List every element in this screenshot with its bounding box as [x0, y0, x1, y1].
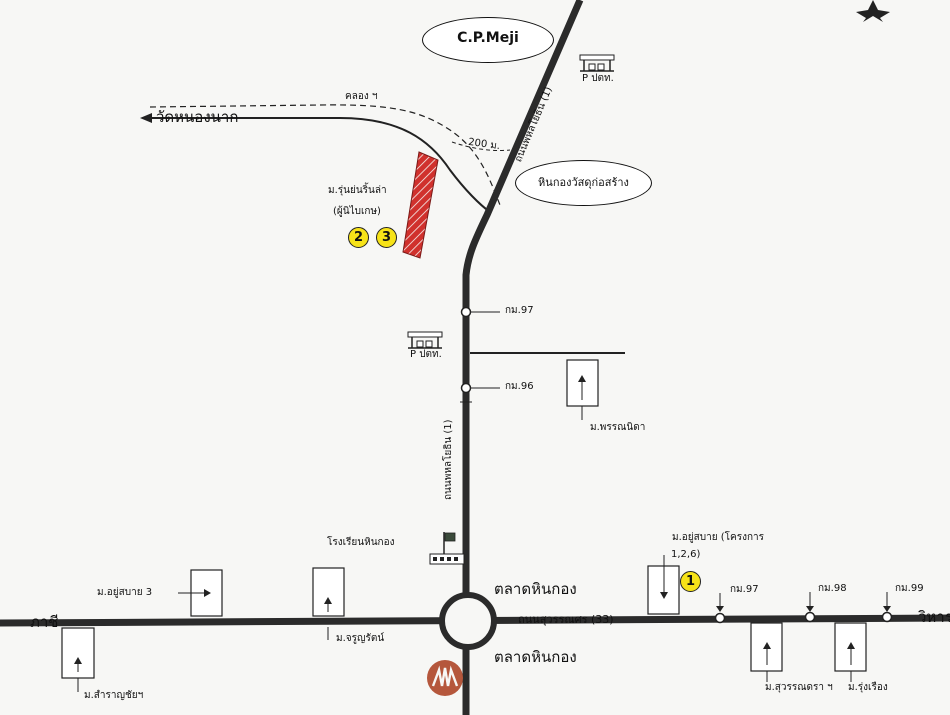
parking-station-icon [407, 331, 443, 349]
road-phahon-lower-label: ถนนพหลโยธิน (1) [443, 419, 454, 500]
road-wat-nong-nak [145, 117, 491, 213]
village-suwanna-label: ม.สุวรรณดรา ฯ [765, 682, 833, 693]
village-rungruang-box [834, 622, 867, 682]
badge-3: 3 [376, 227, 397, 248]
school-hin-kong-label: โรงเรียนหินกอง [327, 537, 395, 548]
km99-label: กม.99 [895, 583, 924, 594]
km96-marker [460, 382, 472, 394]
village-pornnida-label: ม.พรรณนิดา [590, 422, 646, 433]
km97-east-label: กม.97 [730, 584, 759, 595]
school-flag-icon [429, 532, 465, 565]
village-pornnida-box [566, 359, 599, 420]
cp-meji-label: C.P.Meji [457, 30, 519, 46]
village-suwanna-box [750, 622, 783, 682]
km99-marker [881, 611, 893, 623]
hin-kong-landmark-label: หินกองวัสดุก่อสร้าง [538, 176, 629, 189]
km97-north-marker [460, 306, 472, 318]
compass-star-icon [856, 0, 890, 22]
village-samran-label: ม.สำราญชัยฯ [84, 690, 144, 701]
village-ruen-yen-block [402, 151, 439, 259]
km97-east-marker [714, 612, 726, 624]
village-ruen-yen-sub-label: (ผู้นิไบเกษ) [333, 206, 381, 217]
arrow-left-icon [140, 113, 152, 123]
village-yu-sabai-phases-label: 1,2,6) [671, 549, 701, 560]
distance-marker [451, 141, 511, 151]
talat-hin-kong-top-label: ตลาดหินกอง [494, 580, 577, 598]
badge-1: 1 [680, 571, 701, 592]
roundabout [439, 592, 497, 650]
village-yu-sabai-project-box [647, 555, 680, 615]
wat-nong-nak-label: วัดหนองนาก [156, 108, 239, 126]
km98-marker [804, 611, 816, 623]
badge-2: 2 [348, 227, 369, 248]
village-yu-sabai-project-label: ม.อยู่สบาย (โครงการ [672, 532, 764, 543]
parking-north-label: P ปตท. [582, 73, 614, 84]
cp-meji-ellipse: C.P.Meji [422, 17, 554, 63]
km96-label: กม.96 [505, 381, 534, 392]
village-rungruang-label: ม.รุ่งเรือง [848, 682, 888, 693]
saraburi-label: ภาชี [30, 613, 59, 631]
km98-label: กม.98 [818, 583, 847, 594]
village-yu-sabai-3-box [178, 569, 223, 617]
road-phahon-yothin [462, 0, 584, 715]
temple-logo-icon [427, 660, 463, 696]
canal-label: คลอง ฯ [345, 91, 378, 102]
village-charoenrat-label: ม.จรูญรัตน์ [336, 633, 385, 644]
km97-north-label: กม.97 [505, 305, 534, 316]
parking-mid-label: P ปตท. [410, 349, 442, 360]
village-charoenrat-box [312, 567, 345, 640]
village-ruen-yen-label: ม.รุ่นย่นริ้นล่า [328, 185, 387, 196]
vihan-label: วิหาร [918, 608, 950, 626]
village-samran-box [61, 627, 95, 692]
parking-station-icon [579, 54, 615, 72]
road-suwannason-label: ถนนสุวรรณศร (33) [518, 613, 614, 626]
canal-line [149, 104, 501, 206]
talat-hin-kong-bottom-label: ตลาดหินกอง [494, 648, 577, 666]
village-yu-sabai-3-label: ม.อยู่สบาย 3 [97, 587, 153, 598]
hin-kong-ellipse: หินกองวัสดุก่อสร้าง [515, 160, 652, 206]
